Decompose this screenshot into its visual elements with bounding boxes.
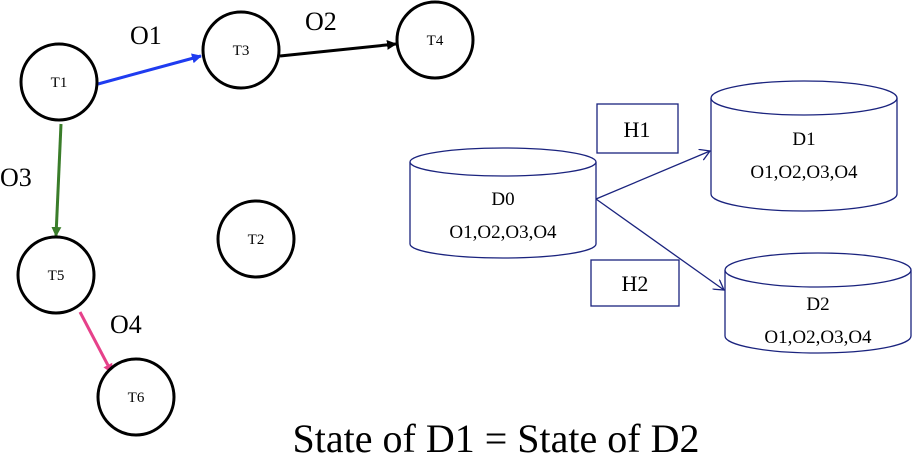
database-d1: D1 O1,O2,O3,O4: [710, 80, 898, 212]
database-d0-objects: O1,O2,O3,O4: [449, 222, 557, 243]
history-arrow-d0-d1: [595, 151, 710, 200]
database-d0-name: D0: [491, 189, 514, 210]
edge-label-o2: O2: [305, 7, 337, 36]
edge-t1-t3: [97, 53, 202, 86]
node-t2-label: T2: [248, 232, 265, 248]
node-t6-label: T6: [128, 390, 145, 406]
node-t5-label: T5: [48, 268, 65, 284]
history-arrow-d0-d2: [595, 198, 724, 290]
database-d2-name: D2: [806, 294, 829, 315]
database-d2-objects: O1,O2,O3,O4: [764, 327, 872, 348]
node-t4-label: T4: [427, 33, 444, 49]
node-t4: T4: [395, 0, 475, 80]
node-t3-label: T3: [233, 43, 250, 59]
database-d0: D0 O1,O2,O3,O4: [409, 147, 597, 259]
history-box-h1: H1: [596, 103, 679, 154]
edge-t3-t4: [279, 39, 397, 58]
node-t6: T6: [96, 357, 176, 437]
edge-label-o3: O3: [0, 163, 32, 192]
edge-label-o1: O1: [130, 21, 162, 50]
database-d1-objects: O1,O2,O3,O4: [750, 162, 858, 183]
node-t2: T2: [216, 199, 296, 279]
history-box-h2: H2: [590, 259, 680, 307]
node-t5: T5: [16, 235, 96, 315]
node-t1-label: T1: [51, 75, 68, 91]
node-t1: T1: [19, 42, 99, 122]
edge-t5-t6: [78, 311, 114, 374]
edge-label-o4: O4: [110, 310, 142, 339]
conclusion-caption: State of D1 = State of D2: [293, 416, 700, 461]
database-d2: D2 O1,O2,O3,O4: [724, 252, 912, 354]
history-label-h1: H1: [624, 117, 651, 142]
history-label-h2: H2: [622, 271, 649, 296]
edge-t1-t5: [51, 123, 63, 237]
node-t3: T3: [201, 10, 281, 90]
database-d1-name: D1: [792, 129, 815, 150]
